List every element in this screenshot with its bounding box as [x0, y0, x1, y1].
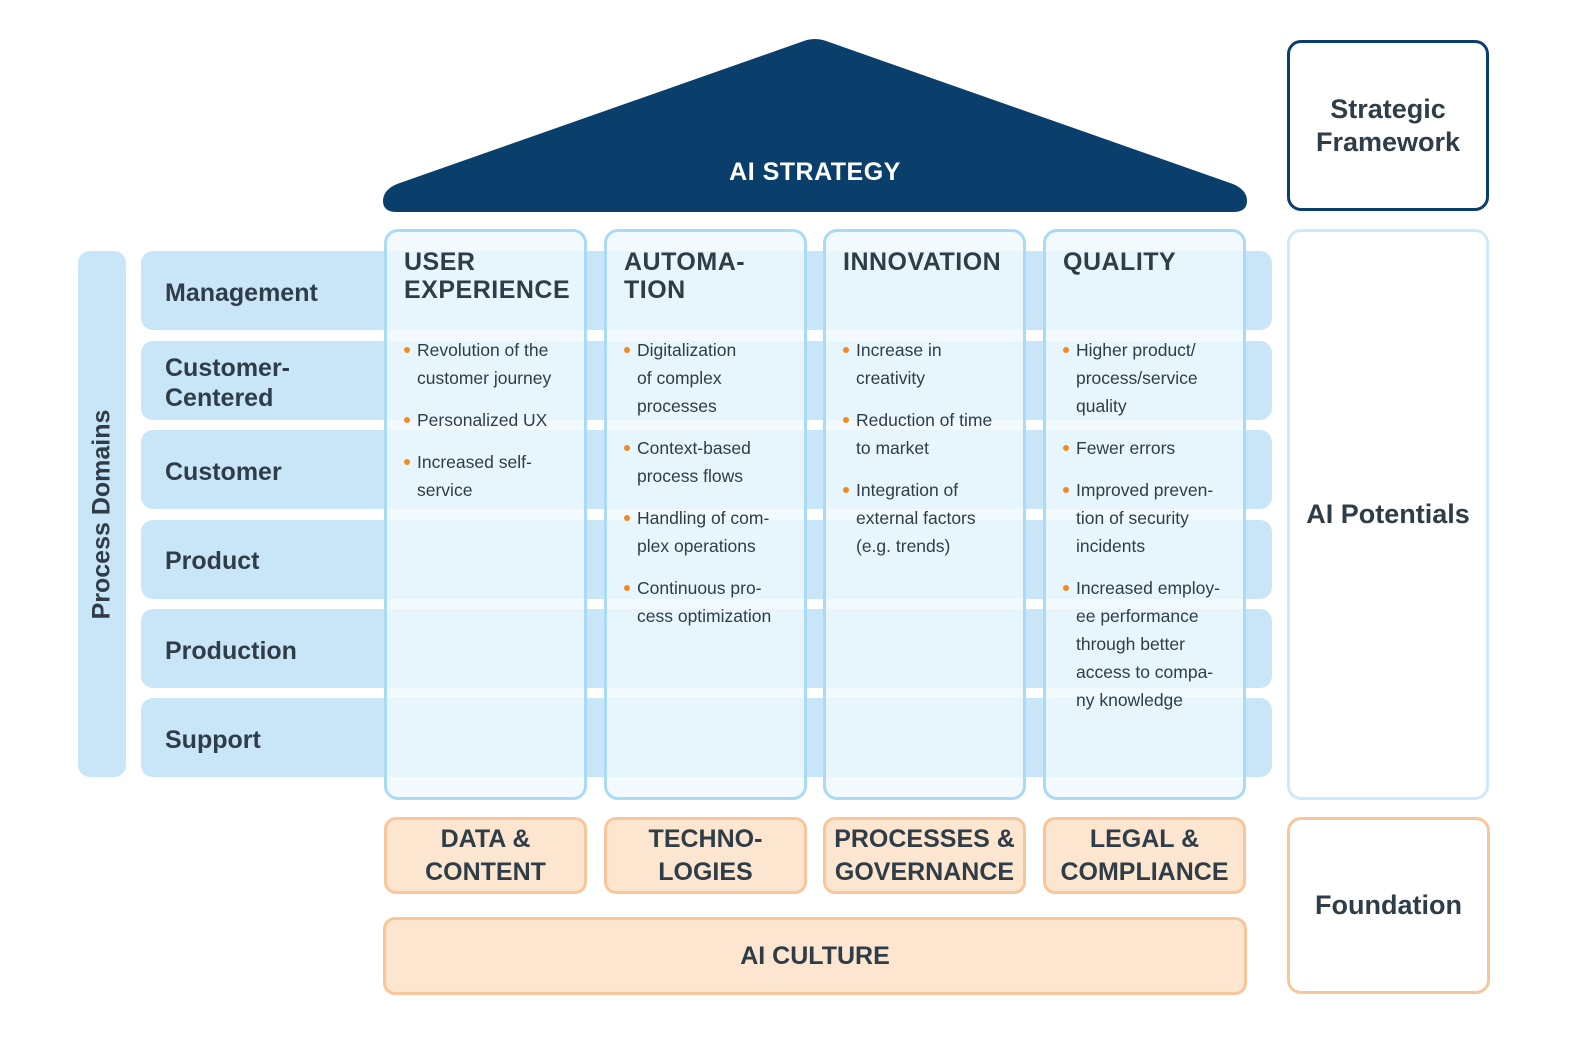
pillar-item: Context-based process flows: [624, 434, 796, 490]
pillar-item-text: Increased employ- ee performance through…: [1076, 578, 1220, 710]
pillar-item: Revolution of the customer journey: [404, 336, 576, 392]
ai-potentials-label: AI Potentials: [1287, 229, 1489, 800]
pillar-item-text: Higher product/ process/service quality: [1076, 340, 1198, 416]
pillar-item: Increased self- service: [404, 448, 576, 504]
pillar-item-list: Digitalization of complex processes Cont…: [624, 336, 796, 630]
strategic-framework-text: Strategic Framework: [1315, 93, 1461, 157]
foundation-processes-governance: PROCESSES & GOVERNANCE: [823, 817, 1026, 894]
pillar-item-text: Personalized UX: [417, 410, 548, 430]
pillar-item-text: Increased self- service: [417, 452, 532, 500]
pillar-quality: QUALITY Higher product/ process/service …: [1043, 229, 1246, 800]
pillar-item-list: Revolution of the customer journey Perso…: [404, 336, 576, 504]
foundation-data-content: DATA & CONTENT: [384, 817, 587, 894]
bullet-icon: [1063, 585, 1069, 591]
pillar-title: USER EXPERIENCE: [404, 248, 571, 304]
process-domains-label: Process Domains: [78, 251, 126, 777]
pillar-item: Fewer errors: [1063, 434, 1235, 462]
pillar-item-text: Reduction of time to market: [856, 410, 993, 458]
strategic-framework-label: Strategic Framework: [1287, 40, 1489, 211]
pillar-item: Digitalization of complex processes: [624, 336, 796, 420]
pillar-item: Continuous pro- cess optimization: [624, 574, 796, 630]
domain-label-product: Product: [165, 546, 260, 575]
pillar-item: Improved preven- tion of security incide…: [1063, 476, 1235, 560]
foundation-label: Foundation: [1287, 817, 1490, 994]
pillar-item-text: Improved preven- tion of security incide…: [1076, 480, 1214, 556]
pillar-item: Personalized UX: [404, 406, 576, 434]
domain-label-support: Support: [165, 725, 261, 754]
pillar-title: QUALITY: [1063, 248, 1177, 276]
pillar-item-text: Context-based process flows: [637, 438, 751, 486]
pillar-item: Increased employ- ee performance through…: [1063, 574, 1235, 714]
ai-culture-base: AI CULTURE: [383, 917, 1247, 995]
pillar-item: Reduction of time to market: [843, 406, 1015, 462]
bullet-icon: [404, 347, 410, 353]
pillar-item-list: Higher product/ process/service quality …: [1063, 336, 1235, 714]
process-domains-text: Process Domains: [87, 409, 116, 619]
domain-label-customer: Customer: [165, 457, 282, 486]
foundation-technologies: TECHNO- LOGIES: [604, 817, 807, 894]
bullet-icon: [1063, 445, 1069, 451]
ai-potentials-text: AI Potentials: [1306, 499, 1470, 529]
bullet-icon: [843, 347, 849, 353]
process-domains-bar: [78, 251, 126, 777]
pillar-item: Increase in creativity: [843, 336, 1015, 392]
pillar-item-text: Digitalization of complex processes: [637, 340, 737, 416]
domain-label-customer-centered: Customer- Centered: [165, 353, 291, 412]
bullet-icon: [1063, 347, 1069, 353]
bullet-icon: [404, 459, 410, 465]
pillar-item-text: Fewer errors: [1076, 438, 1176, 458]
bullet-icon: [843, 417, 849, 423]
bullet-icon: [843, 487, 849, 493]
pillar-user-experience: USER EXPERIENCE Revolution of the custom…: [384, 229, 587, 800]
pillar-item-list: Increase in creativity Reduction of time…: [843, 336, 1015, 560]
bullet-icon: [624, 445, 630, 451]
pillar-title: INNOVATION: [843, 248, 1002, 276]
roof-shape: [383, 39, 1247, 212]
pillar-item-text: Handling of com- plex operations: [637, 508, 770, 556]
pillar-item: Higher product/ process/service quality: [1063, 336, 1235, 420]
foundation-text: Foundation: [1315, 890, 1462, 920]
pillar-innovation: INNOVATION Increase in creativity Reduct…: [823, 229, 1026, 800]
roof-title: AI STRATEGY: [729, 158, 901, 186]
pillar-item-text: Increase in creativity: [856, 340, 942, 388]
pillar-item: Handling of com- plex operations: [624, 504, 796, 560]
bullet-icon: [624, 585, 630, 591]
pillar-item-text: Integration of external factors (e.g. tr…: [856, 480, 976, 556]
pillar-title: AUTOMA- TION: [624, 248, 746, 304]
domain-label-production: Production: [165, 636, 297, 665]
pillar-automation: AUTOMA- TION Digitalization of complex p…: [604, 229, 807, 800]
bullet-icon: [624, 515, 630, 521]
bullet-icon: [624, 347, 630, 353]
pillar-item: Integration of external factors (e.g. tr…: [843, 476, 1015, 560]
bullet-icon: [404, 417, 410, 423]
foundation-legal-compliance: LEGAL & COMPLIANCE: [1043, 817, 1246, 894]
pillar-item-text: Continuous pro- cess optimization: [637, 578, 772, 626]
domain-label-management: Management: [165, 278, 318, 307]
pillar-item-text: Revolution of the customer journey: [417, 340, 552, 388]
bullet-icon: [1063, 487, 1069, 493]
